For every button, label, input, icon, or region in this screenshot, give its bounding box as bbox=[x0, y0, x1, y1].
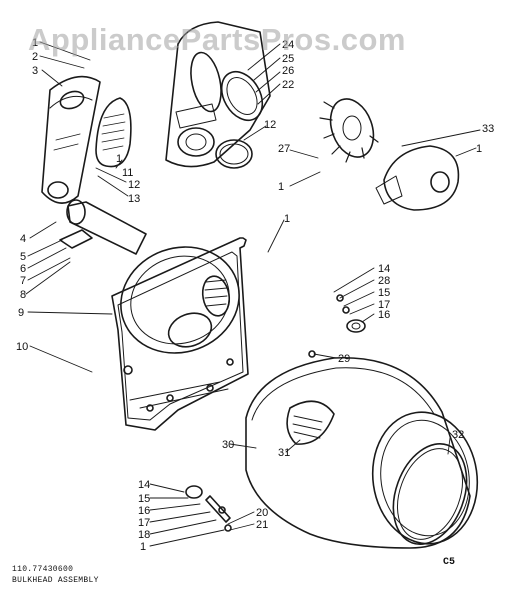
blower-wheel bbox=[319, 98, 379, 163]
callout-label: 12 bbox=[128, 179, 140, 191]
leader-lines bbox=[25, 41, 481, 547]
callout-label: 14 bbox=[138, 479, 150, 491]
callout-label: 11 bbox=[122, 167, 133, 179]
callout-label: 25 bbox=[282, 53, 294, 65]
drum-seal bbox=[392, 442, 468, 546]
assembly-title: BULKHEAD ASSEMBLY bbox=[12, 576, 99, 585]
callout-label: 3 bbox=[32, 65, 38, 77]
callout-label: 17 bbox=[378, 299, 390, 311]
callout-label: 18 bbox=[138, 529, 150, 541]
callout-label: 1 bbox=[284, 213, 290, 225]
callout-label: 26 bbox=[282, 65, 294, 77]
watermark-logo: AppliancePartsPros.com bbox=[28, 22, 406, 57]
callout-label: 13 bbox=[128, 193, 140, 205]
callout-label: 9 bbox=[18, 307, 24, 319]
callout-label: 31 bbox=[278, 447, 290, 459]
roller-assembly bbox=[185, 485, 232, 532]
callout-label: 1 bbox=[116, 153, 122, 165]
callout-label: 10 bbox=[16, 341, 28, 353]
callout-label: 8 bbox=[20, 289, 26, 301]
callout-label: 17 bbox=[138, 517, 150, 529]
callout-label: 28 bbox=[378, 275, 390, 287]
callout-label: 21 bbox=[256, 519, 268, 531]
bulkhead-panel bbox=[111, 237, 249, 431]
rear-bulkhead bbox=[165, 21, 271, 168]
drum bbox=[245, 350, 479, 549]
callout-labels: 1 2 3 1 12 13 11 4 5 6 7 8 9 10 1 24 25 … bbox=[16, 37, 494, 553]
callout-label: 33 bbox=[482, 123, 494, 135]
callout-label: 16 bbox=[378, 309, 390, 321]
callout-label: 32 bbox=[452, 429, 464, 441]
callout-label: 27 bbox=[278, 143, 290, 155]
callout-label: 15 bbox=[378, 287, 390, 299]
model-number: 110.77430600 bbox=[12, 565, 74, 574]
callout-label: 29 bbox=[338, 353, 350, 365]
callout-label: 1 bbox=[32, 37, 38, 49]
callout-label: 1 bbox=[278, 181, 284, 193]
callout-label: 30 bbox=[222, 439, 234, 451]
callout-label: 6 bbox=[20, 263, 26, 275]
callout-label: 1 bbox=[140, 541, 146, 553]
callout-label: 16 bbox=[138, 505, 150, 517]
diagram-code: C5 bbox=[443, 557, 456, 568]
callout-label: 1 bbox=[476, 143, 482, 155]
callout-label: 7 bbox=[20, 275, 26, 287]
callout-label: 24 bbox=[282, 39, 294, 51]
light-assembly-plate bbox=[41, 75, 101, 204]
lamp-socket bbox=[59, 199, 147, 255]
motor-housing bbox=[375, 145, 460, 211]
callout-label: 22 bbox=[282, 79, 294, 91]
callout-label: 12 bbox=[264, 119, 276, 131]
callout-label: 15 bbox=[138, 493, 150, 505]
callout-label: 2 bbox=[32, 51, 38, 63]
duct-seals bbox=[215, 70, 264, 169]
right-roller bbox=[336, 294, 366, 333]
callout-label: 4 bbox=[20, 233, 26, 245]
callout-label: 5 bbox=[20, 251, 26, 263]
callout-label: 14 bbox=[378, 263, 390, 275]
callout-label: 20 bbox=[256, 507, 268, 519]
filter-grille bbox=[95, 97, 132, 168]
